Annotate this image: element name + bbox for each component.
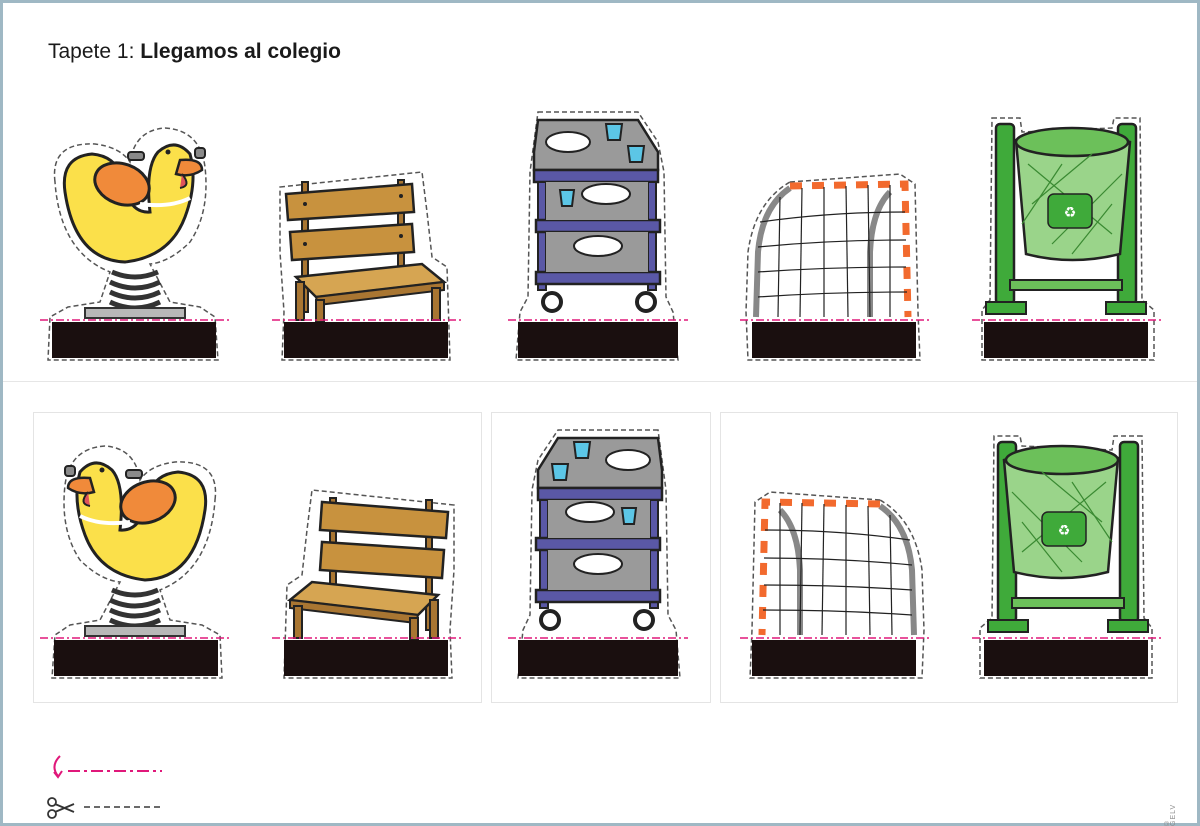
goal-icon (753, 180, 912, 318)
base-tab (518, 322, 678, 358)
spring-duck-cutout-top[interactable] (40, 122, 230, 367)
recycling-bin-cutout-bottom[interactable]: ♻ (972, 432, 1162, 685)
base-tab (518, 640, 678, 676)
base-tab (284, 640, 448, 676)
spring-duck-cutout-bottom[interactable] (40, 440, 230, 685)
bench-icon (284, 179, 448, 323)
cart-cutout-top[interactable] (508, 111, 688, 367)
spring-icon (108, 269, 162, 311)
page-title: Tapete 1: Llegamos al colegio (48, 40, 341, 64)
base-tab (984, 640, 1148, 676)
spring-base (84, 307, 186, 319)
recycling-bin-cutout-top[interactable]: ♻ (972, 114, 1162, 367)
base-tab (984, 322, 1148, 358)
svg-text:♻: ♻ (1058, 523, 1071, 539)
scissors-icon (47, 797, 75, 819)
cut-outline (981, 117, 1155, 361)
bench-cutout-bottom[interactable] (272, 489, 462, 685)
cart-icon (532, 118, 662, 313)
goal-cutout-bottom[interactable] (740, 490, 930, 685)
base-tab (752, 640, 916, 676)
credit-text: © GELV (1163, 803, 1177, 826)
fold-arrow-icon (53, 755, 63, 779)
base-tab (54, 640, 218, 676)
title-prefix: Tapete 1: (48, 40, 141, 63)
goal-cutout-top[interactable] (740, 172, 930, 367)
duck-icon (62, 143, 206, 264)
recycling-bin-icon: ♻ (985, 122, 1147, 315)
base-tab (284, 322, 448, 358)
title-bold: Llegamos al colegio (140, 40, 341, 63)
cart-cutout-bottom[interactable] (508, 429, 688, 685)
row-divider (3, 381, 1197, 382)
bench-cutout-top[interactable] (272, 171, 462, 367)
base-tab (52, 322, 216, 358)
svg-text:♻: ♻ (1064, 205, 1077, 221)
cut-outline (279, 171, 451, 361)
fold-legend (48, 752, 168, 787)
base-tab (752, 322, 916, 358)
cut-legend (46, 796, 166, 825)
